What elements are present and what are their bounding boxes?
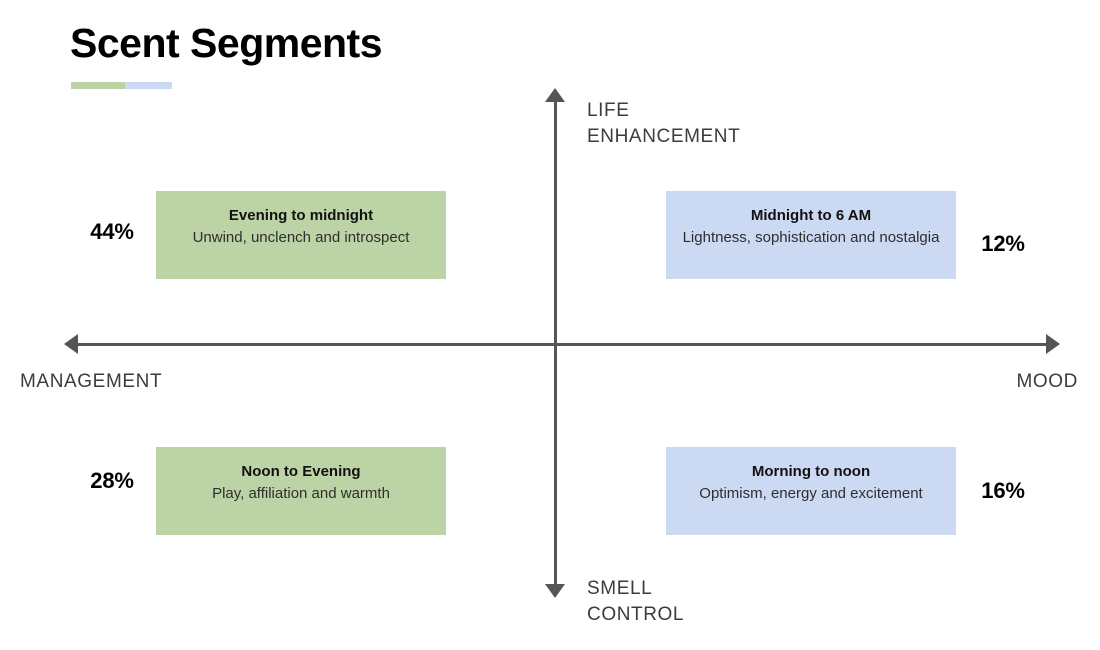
quadrant-description: Unwind, unclench and introspect xyxy=(192,228,410,246)
quadrant-title: Morning to noon xyxy=(751,463,871,480)
axis-label-mood: MOOD xyxy=(1016,371,1078,392)
quadrant-title: Noon to Evening xyxy=(241,463,361,480)
title-rule-segment-green xyxy=(71,82,125,89)
quadrant-title: Midnight to 6 AM xyxy=(750,207,872,224)
quadrant-title: Evening to midnight xyxy=(228,207,374,224)
quadrant-card-top-right: Midnight to 6 AM Lightness, sophisticati… xyxy=(666,191,956,279)
quadrant-percent-top-right: 12% xyxy=(981,231,1025,256)
quadrant-card-bottom-right: Morning to noon Optimism, energy and exc… xyxy=(666,447,956,535)
title-underline-rule xyxy=(71,82,172,89)
axis-label-management: MANAGEMENT xyxy=(20,371,163,392)
quadrant-description: Play, affiliation and warmth xyxy=(212,484,390,502)
horizontal-axis-line xyxy=(75,343,1050,346)
axis-label-life-enhancement: LIFE ENHANCEMENT xyxy=(587,100,741,147)
quadrant-card-bottom-left: Noon to Evening Play, affiliation and wa… xyxy=(156,447,446,535)
vertical-axis-line xyxy=(554,98,557,585)
arrow-up-icon xyxy=(545,88,565,102)
quadrant-description: Lightness, sophistication and nostalgia xyxy=(682,228,940,246)
quadrant-percent-bottom-left: 28% xyxy=(90,468,134,493)
arrow-down-icon xyxy=(545,584,565,598)
arrow-left-icon xyxy=(64,334,78,354)
title-rule-segment-blue xyxy=(125,82,172,89)
page-title: Scent Segments xyxy=(70,20,383,66)
arrow-right-icon xyxy=(1046,334,1060,354)
quadrant-percent-bottom-right: 16% xyxy=(981,478,1025,503)
quadrant-card-top-left: Evening to midnight Unwind, unclench and… xyxy=(156,191,446,279)
axis-label-smell-control: SMELL CONTROL xyxy=(587,578,685,625)
quadrant-percent-top-left: 44% xyxy=(90,219,134,244)
quadrant-description: Optimism, energy and excitement xyxy=(699,484,923,502)
